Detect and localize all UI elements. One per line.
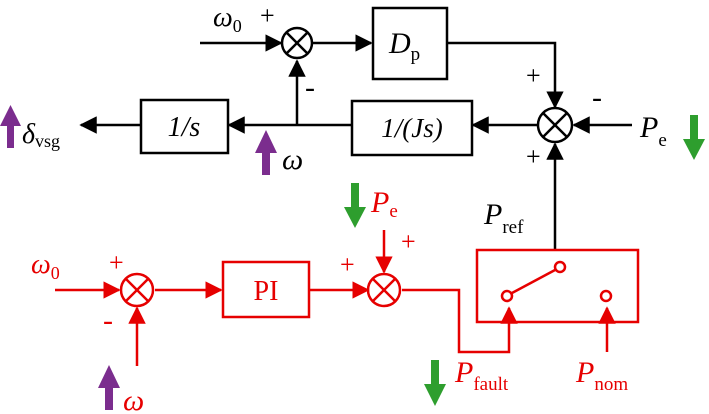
main-sum-pe-sign: - bbox=[592, 81, 602, 114]
integrator-block-label: 1/s bbox=[168, 112, 201, 143]
dp-to-main-sum-line bbox=[447, 41, 564, 109]
control-loop bbox=[55, 230, 640, 366]
main-sum-junction-icon bbox=[536, 106, 574, 144]
right-sum-pi-sign: + bbox=[340, 250, 355, 279]
switch-box bbox=[475, 248, 640, 324]
control-omega0-sign: + bbox=[109, 248, 124, 277]
pe-down-arrow-icon bbox=[683, 115, 705, 160]
vsg-feedback-sign: - bbox=[305, 71, 315, 104]
right-sum-junction-icon bbox=[366, 272, 402, 308]
delta-vsg-label: δvsg bbox=[22, 119, 60, 151]
control-feedback-sign: - bbox=[103, 304, 113, 337]
pref-label: Pref bbox=[483, 198, 524, 238]
vsg-pe-label: Pe bbox=[639, 111, 667, 151]
pi-block bbox=[221, 260, 311, 319]
vsg-omega-label: ω bbox=[282, 143, 303, 176]
top-sum-junction-icon bbox=[280, 26, 314, 60]
switch-icon bbox=[500, 260, 613, 303]
main-sum-top-sign: + bbox=[526, 61, 541, 90]
vsg-omega0-label: ω0 bbox=[213, 2, 242, 36]
control-pe-down-arrow-icon bbox=[344, 183, 366, 228]
omega-up-arrow-icon bbox=[255, 130, 277, 175]
control-omega0-label: ω0 bbox=[31, 249, 60, 283]
right-sum-pe-sign: + bbox=[401, 227, 416, 256]
pfault-path-line bbox=[402, 288, 518, 354]
delta-up-arrow-icon bbox=[0, 105, 21, 148]
main-sum-bottom-sign: + bbox=[526, 142, 541, 171]
damping-block bbox=[371, 6, 449, 81]
vsg-omega0-sign: + bbox=[260, 1, 275, 30]
control-omega-label: ω bbox=[123, 384, 144, 414]
control-pe-label: Pe bbox=[370, 186, 398, 222]
inertia-block bbox=[350, 99, 474, 157]
vsg-loop bbox=[79, 6, 632, 250]
pi-block-label: PI bbox=[254, 276, 279, 307]
damping-block-label: Dp bbox=[388, 27, 420, 65]
pfault-label: Pfault bbox=[454, 356, 509, 395]
control-omega-up-arrow-icon bbox=[98, 365, 120, 410]
left-sum-junction-icon bbox=[119, 272, 155, 308]
pfault-down-arrow-icon bbox=[424, 360, 446, 406]
pnom-label: Pnom bbox=[575, 356, 628, 395]
inertia-block-label: 1/(Js) bbox=[381, 113, 442, 143]
integrator-block bbox=[139, 98, 230, 155]
